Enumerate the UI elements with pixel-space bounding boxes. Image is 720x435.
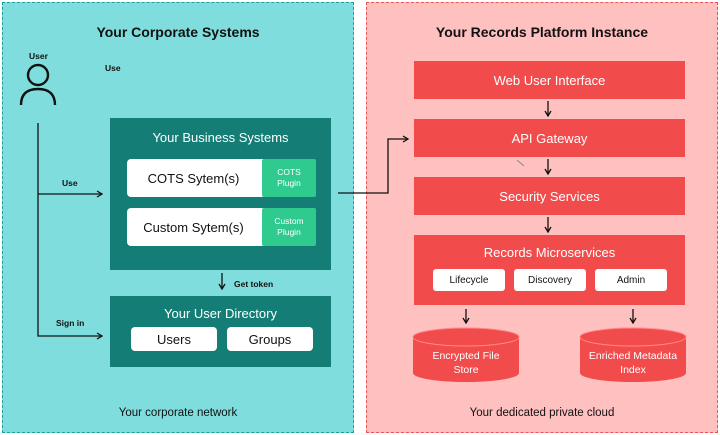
user-label: User	[29, 51, 48, 61]
use-label-top: Use	[105, 63, 121, 73]
custom-system-label: Custom Sytem(s)	[143, 219, 244, 235]
lifecycle-pill: Lifecycle	[433, 269, 505, 291]
corporate-network-label: Your corporate network	[118, 407, 238, 419]
records-platform-title: Your Records Platform Instance	[435, 24, 649, 40]
cots-system-label: COTS Sytem(s)	[147, 170, 240, 186]
cots-plugin: COTS Plugin	[262, 159, 316, 197]
users-box: Users	[131, 327, 217, 351]
discovery-pill: Discovery	[514, 269, 586, 291]
records-microservices-title: Records Microservices	[483, 245, 616, 260]
admin-pill: Admin	[595, 269, 667, 291]
api-connector	[338, 135, 410, 194]
user-directory-title: Your User Directory	[164, 306, 277, 321]
corporate-systems-title: Your Corporate Systems	[96, 24, 260, 40]
private-cloud-label: Your dedicated private cloud	[469, 407, 615, 419]
web-user-interface-box: Web User Interface	[414, 61, 685, 99]
use-label: Use	[62, 178, 78, 188]
encrypted-file-store-cylinder	[412, 327, 520, 382]
enriched-metadata-index-cylinder	[579, 327, 687, 382]
sign-in-label: Sign in	[56, 318, 85, 328]
records-microservices-box: Records Microservices Lifecycle Discover…	[414, 235, 685, 305]
user-icon	[19, 63, 57, 106]
api-gateway-box: API Gateway	[414, 119, 685, 157]
tick-mark	[516, 159, 525, 167]
sign-in-connector	[37, 123, 104, 340]
get-token-label: Get token	[234, 279, 274, 289]
business-systems-box: Your Business Systems COTS Sytem(s) COTS…	[110, 118, 331, 270]
cots-plugin-label: COTS Plugin	[277, 166, 301, 188]
encrypted-file-store-label: Encrypted File Store	[432, 350, 500, 376]
business-systems-title: Your Business Systems	[152, 130, 289, 145]
custom-plugin: Custom Plugin	[262, 208, 316, 246]
custom-plugin-label: Custom Plugin	[274, 215, 304, 237]
user-directory-box: Your User Directory Users Groups	[110, 296, 331, 367]
enriched-metadata-index-label: Enriched Metadata Index	[588, 350, 678, 376]
security-services-box: Security Services	[414, 177, 685, 215]
groups-box: Groups	[227, 327, 313, 351]
